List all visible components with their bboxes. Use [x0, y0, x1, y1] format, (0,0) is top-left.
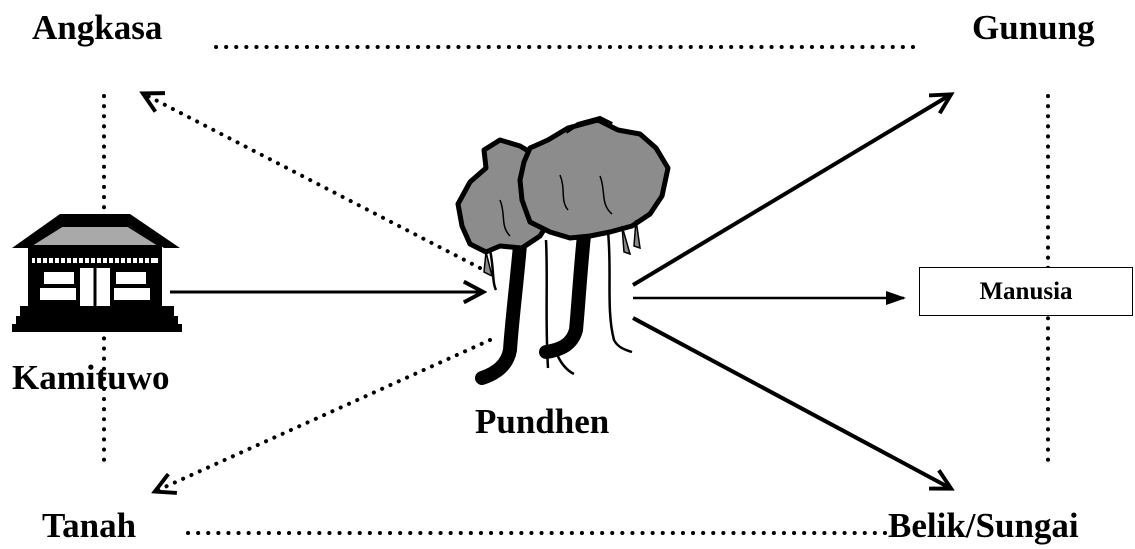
arrow-to-tanah: [156, 338, 492, 491]
manusia-box: Manusia: [919, 267, 1133, 316]
label-manusia: Manusia: [979, 277, 1073, 305]
tree-icon: [455, 115, 671, 385]
arrow-to-angkasa: [144, 94, 482, 270]
arrow-to-gunung: [631, 95, 950, 287]
label-belik-sungai: Belik/Sungai: [888, 506, 1079, 545]
label-pundhen: Pundhen: [475, 402, 610, 441]
label-gunung: Gunung: [972, 8, 1095, 47]
arrow-to-belik-sungai: [632, 316, 950, 488]
label-kamituwo: Kamituwo: [12, 358, 170, 397]
house-icon: [12, 214, 182, 332]
label-tanah: Tanah: [42, 506, 137, 545]
label-angkasa: Angkasa: [32, 8, 163, 47]
